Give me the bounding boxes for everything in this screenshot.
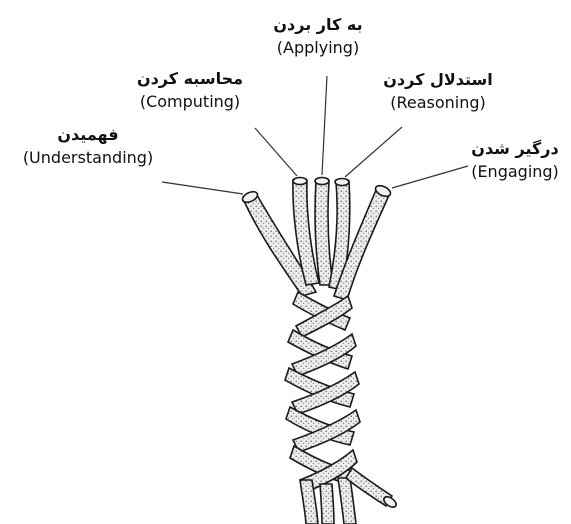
leader-line-engaging bbox=[392, 166, 468, 188]
label-reasoning-en: (Reasoning) bbox=[372, 94, 504, 112]
strand-end-reasoning bbox=[335, 179, 349, 186]
tail-strand-middle bbox=[320, 484, 334, 524]
tail-strand-right bbox=[338, 478, 356, 524]
rope-strands bbox=[243, 180, 390, 300]
braid bbox=[285, 292, 360, 492]
label-reasoning-fa: استدلال کردن bbox=[372, 71, 504, 89]
label-understanding-fa: فهمیدن bbox=[4, 126, 172, 144]
label-applying: به کار بردن (Applying) bbox=[258, 16, 378, 58]
leader-line-applying bbox=[322, 76, 327, 175]
label-engaging-en: (Engaging) bbox=[462, 163, 568, 181]
label-applying-fa: به کار بردن bbox=[258, 16, 378, 34]
strand-end-computing bbox=[293, 178, 307, 185]
label-engaging-fa: درگیر شدن bbox=[462, 140, 568, 158]
label-applying-en: (Applying) bbox=[258, 39, 378, 57]
strand-applying bbox=[315, 180, 333, 285]
label-computing: محاسبه کردن (Computing) bbox=[120, 70, 260, 112]
label-engaging: درگیر شدن (Engaging) bbox=[462, 140, 568, 182]
tail-loose-end bbox=[382, 495, 398, 510]
leader-line-computing bbox=[255, 128, 297, 176]
label-reasoning: استدلال کردن (Reasoning) bbox=[372, 71, 504, 113]
label-understanding-en: (Understanding) bbox=[4, 149, 172, 167]
leader-line-reasoning bbox=[345, 127, 402, 177]
label-understanding: فهمیدن (Understanding) bbox=[4, 126, 172, 168]
label-computing-fa: محاسبه کردن bbox=[120, 70, 260, 88]
strand-end-applying bbox=[315, 178, 329, 185]
label-computing-en: (Computing) bbox=[120, 93, 260, 111]
leader-line-understanding bbox=[162, 182, 243, 194]
